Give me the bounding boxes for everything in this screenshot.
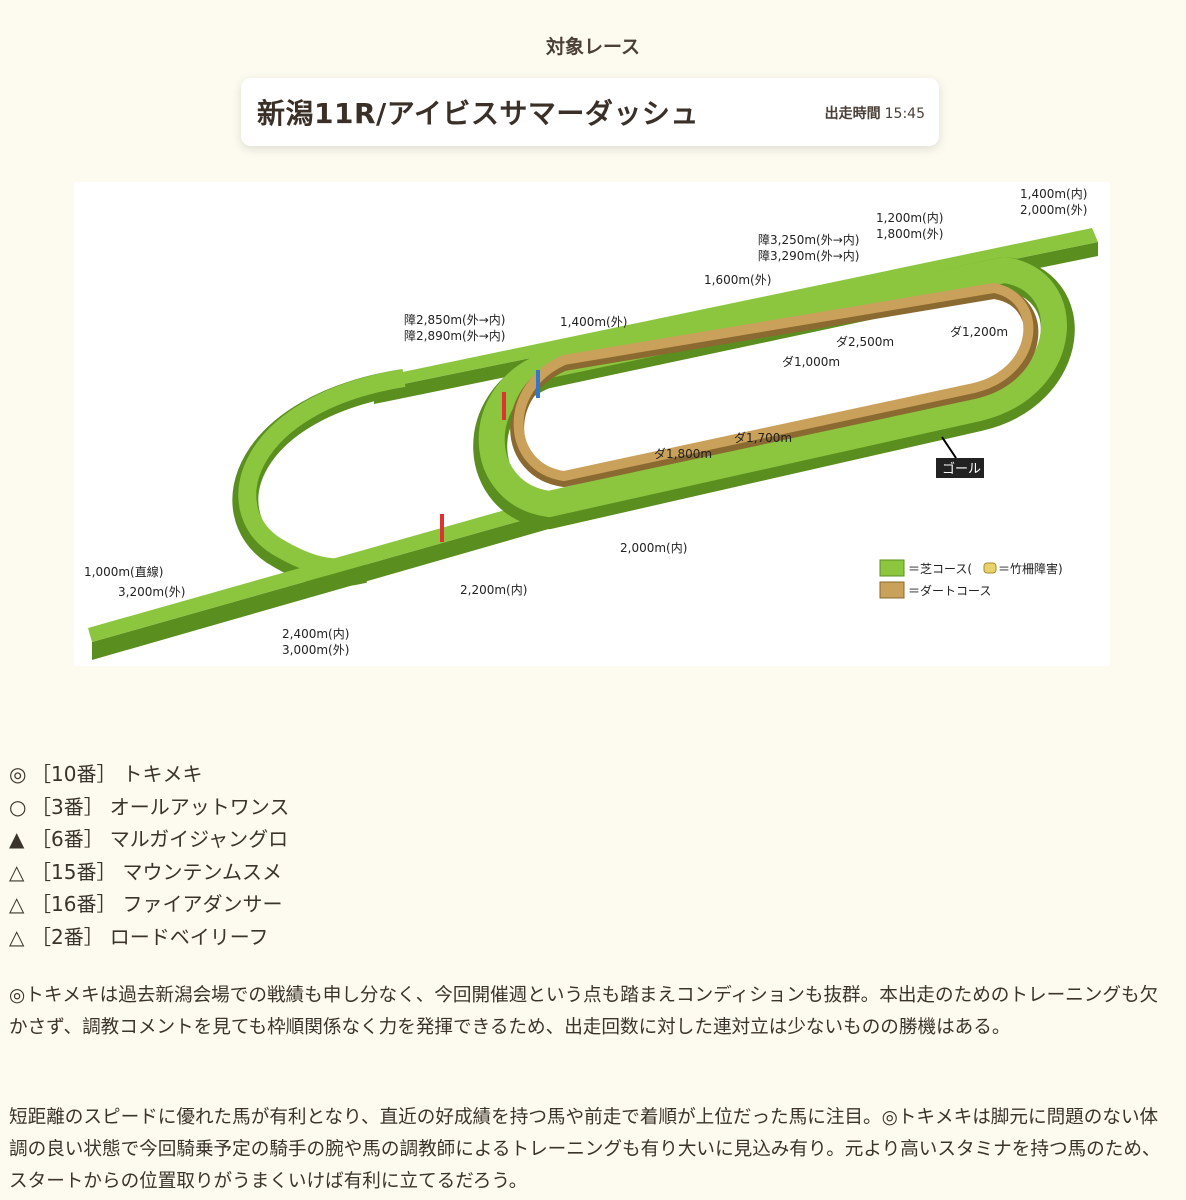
turf-inner-oval-top (478, 256, 1067, 518)
course-map: ゴール 1,400m(内) 2,000m(外) 1,200m(内) 1,800m… (74, 182, 1110, 666)
hurdle-icon (983, 562, 997, 574)
pick-mark: △ (9, 859, 25, 884)
pick-number: ［6番］ (31, 827, 104, 852)
label-3000-out: 3,000m(外) (282, 643, 349, 657)
label-jump-3250: 障3,250m(外→内) (758, 232, 859, 247)
pick-number: ［15番］ (31, 859, 117, 884)
label-jump-2850: 障2,850m(外→内) (404, 312, 505, 327)
pick-horse: マウンテンムスメ (122, 859, 283, 884)
pole-blue (536, 370, 540, 398)
legend-dirt-swatch (879, 581, 905, 599)
pick-number: ［16番］ (31, 892, 117, 917)
pick-item: ◎［10番］トキメキ (9, 758, 289, 791)
turf-outer-loop-top (238, 369, 406, 577)
label-dirt-1200: ダ1,200m (950, 324, 1008, 339)
label-1400-out: 1,400m(外) (560, 315, 627, 329)
label-jump-3290: 障3,290m(外→内) (758, 248, 859, 263)
pick-number: ［2番］ (31, 924, 104, 949)
label-1800-out: 1,800m(外) (876, 227, 943, 241)
legend-turf-label: ＝芝コース( (908, 561, 972, 576)
pick-item: ○［3番］オールアットワンス (9, 791, 289, 824)
pick-mark: ◎ (9, 762, 27, 786)
post-time-label: 出走時間 (824, 106, 881, 122)
map-legend: ＝芝コース( ＝竹柵障害) ＝ダートコース (879, 559, 1063, 599)
post-time-value: 15:45 (884, 106, 925, 122)
dirt-oval-top (513, 282, 1034, 482)
legend-hurdle-label: ＝竹柵障害) (998, 561, 1063, 576)
goal-badge (936, 458, 984, 478)
pole-red (502, 392, 506, 420)
label-2000-in: 2,000m(内) (620, 541, 687, 555)
turf-front-straight-top (88, 486, 594, 642)
label-dirt-1800: ダ1,800m (654, 446, 712, 461)
label-1200-in: 1,200m(内) (876, 211, 943, 225)
course-poles (440, 370, 540, 542)
pick-number: ［10番］ (31, 762, 117, 786)
pick-item: △［2番］ロードベイリーフ (9, 921, 289, 954)
label-jump-2890: 障2,890m(外→内) (404, 328, 505, 343)
pick-mark: ▲ (9, 827, 25, 852)
label-2200-in: 2,200m(内) (460, 583, 527, 597)
pick-mark: ○ (9, 794, 27, 819)
label-dirt-1700: ダ1,700m (734, 430, 792, 445)
legend-turf-swatch (879, 559, 905, 577)
label-dirt-1000: ダ1,000m (782, 354, 840, 369)
section-label: 対象レース (545, 36, 641, 58)
pick-horse: ファイアダンサー (122, 892, 283, 917)
pick-horse: マルガイジャングロ (109, 827, 289, 852)
label-1600-out: 1,600m(外) (704, 273, 771, 287)
pick-mark: △ (9, 924, 25, 949)
goal-pointer-line (941, 436, 957, 459)
course-map-svg: ゴール 1,400m(内) 2,000m(外) 1,200m(内) 1,800m… (84, 187, 1098, 660)
pick-item: △［16番］ファイアダンサー (9, 888, 289, 921)
turf-front-straight (92, 500, 594, 660)
label-1400-in: 1,400m(内) (1020, 187, 1087, 201)
goal-label: ゴール (942, 461, 981, 477)
label-3200-out: 3,200m(外) (118, 585, 185, 599)
pick-horse: オールアットワンス (109, 794, 290, 819)
picks-list: ◎［10番］トキメキ ○［3番］オールアットワンス ▲［6番］マルガイジャングロ… (9, 758, 289, 954)
analysis-paragraph-2: 短距離のスピードに優れた馬が有利となり、直近の好成績を持つ馬や前走で着順が上位だ… (9, 1107, 1161, 1192)
analysis-paragraph-1: ◎トキメキは過去新潟会場での戦績も申し分なく、今回開催週という点も踏まえコンディ… (9, 985, 1159, 1038)
label-2000-out: 2,000m(外) (1020, 203, 1087, 217)
legend-dirt-label: ＝ダートコース (908, 583, 991, 598)
label-2400-in: 2,400m(内) (282, 627, 349, 641)
goal-marker: ゴール (936, 436, 984, 478)
distance-labels: 1,400m(内) 2,000m(外) 1,200m(内) 1,800m(外) … (84, 187, 1087, 657)
pick-mark: △ (9, 892, 25, 917)
label-dirt-2500: ダ2,500m (836, 334, 894, 349)
pick-horse: ロードベイリーフ (109, 924, 269, 949)
pick-item: ▲［6番］マルガイジャングロ (9, 823, 289, 856)
pick-item: △［15番］マウンテンムスメ (9, 856, 289, 889)
pick-number: ［3番］ (31, 794, 104, 819)
label-1000-straight: 1,000m(直線) (84, 564, 163, 579)
dirt-course (510, 282, 1039, 488)
pole-red-2 (440, 514, 444, 542)
pick-horse: トキメキ (122, 762, 203, 786)
race-title: 新潟11R/アイビスサマーダッシュ (257, 97, 699, 130)
turf-back-straight-top (374, 228, 1098, 390)
